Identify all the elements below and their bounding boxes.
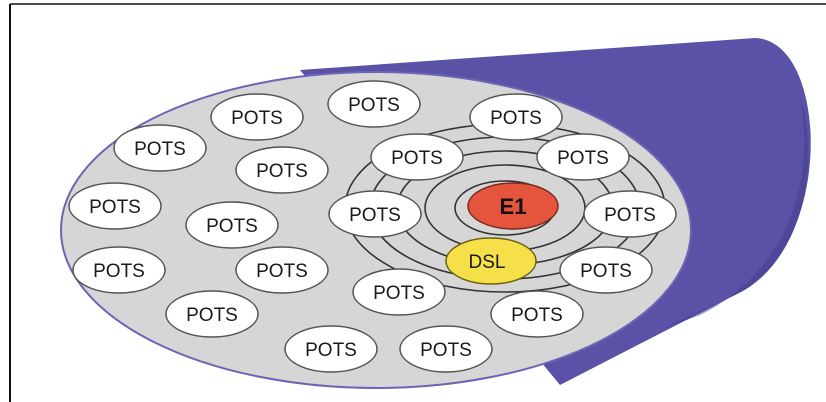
- pots-label: POTS: [420, 340, 472, 361]
- pots-pair: POTS: [284, 325, 378, 373]
- pots-label: POTS: [206, 216, 258, 237]
- pots-label: POTS: [349, 205, 401, 226]
- dsl-pair: DSL: [445, 237, 537, 285]
- pots-pair: POTS: [399, 325, 493, 373]
- pots-pair: POTS: [559, 246, 653, 294]
- pots-label: POTS: [490, 108, 542, 129]
- pots-pair: POTS: [327, 80, 421, 128]
- pots-pair: POTS: [328, 190, 422, 238]
- pots-label: POTS: [89, 197, 141, 218]
- pots-pair: POTS: [352, 268, 446, 316]
- pots-pair: POTS: [469, 93, 563, 141]
- pots-pair: POTS: [165, 290, 259, 338]
- pots-label: POTS: [604, 205, 656, 226]
- pots-pair: POTS: [235, 246, 329, 294]
- pots-pair: POTS: [490, 290, 584, 338]
- pots-label: POTS: [186, 305, 238, 326]
- pots-label: POTS: [348, 95, 400, 116]
- pots-label: POTS: [93, 261, 145, 282]
- pots-pair: POTS: [68, 182, 162, 230]
- pots-label: POTS: [557, 148, 609, 169]
- pots-pair: POTS: [583, 190, 677, 238]
- pots-label: POTS: [134, 139, 186, 160]
- pots-label: POTS: [373, 283, 425, 304]
- dsl-label: DSL: [469, 252, 506, 273]
- pots-pair: POTS: [210, 93, 304, 141]
- pots-label: POTS: [580, 261, 632, 282]
- pots-label: POTS: [391, 148, 443, 169]
- pots-pair: POTS: [113, 124, 207, 172]
- e1-pair: E1: [467, 182, 559, 230]
- e1-label: E1: [500, 194, 527, 219]
- pots-label: POTS: [256, 261, 308, 282]
- pots-label: POTS: [305, 340, 357, 361]
- pots-pair: POTS: [185, 201, 279, 249]
- pots-label: POTS: [231, 108, 283, 129]
- pots-pair: POTS: [536, 133, 630, 181]
- pots-pair: POTS: [370, 133, 464, 181]
- pots-label: POTS: [256, 161, 308, 182]
- pots-pair: POTS: [72, 246, 166, 294]
- pots-pair: POTS: [235, 146, 329, 194]
- pots-label: POTS: [511, 305, 563, 326]
